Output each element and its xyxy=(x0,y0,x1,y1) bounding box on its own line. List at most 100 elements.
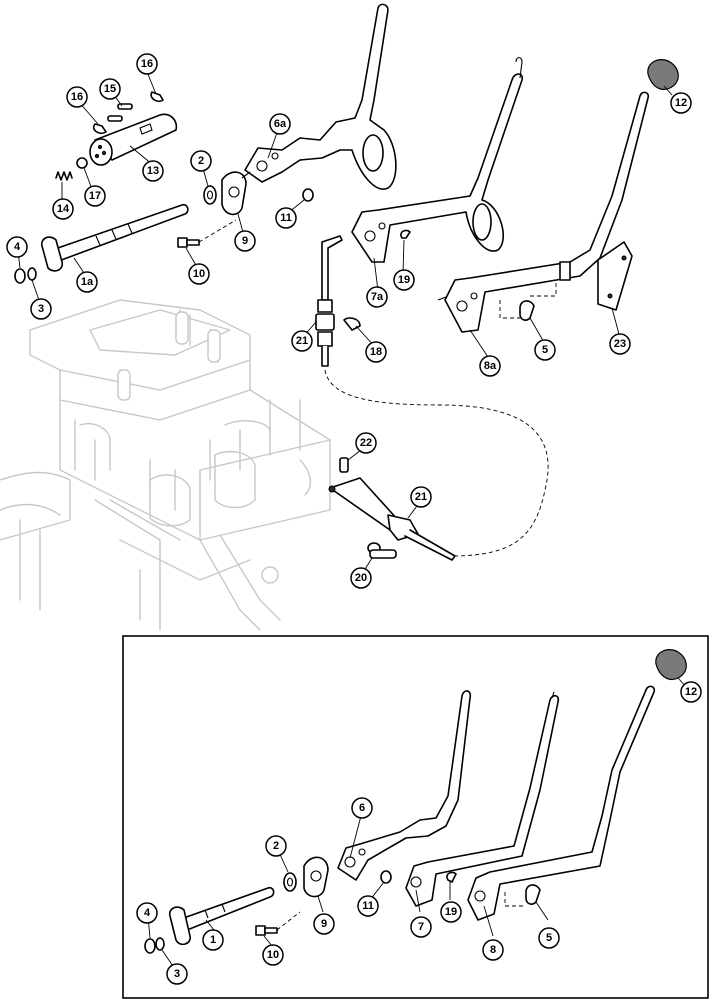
inset-clip-19 xyxy=(446,871,457,883)
callout-2-inset: 2 xyxy=(265,835,287,857)
svg-text:10: 10 xyxy=(193,268,205,280)
inset-washer-2 xyxy=(283,872,297,892)
callout-4-inset: 4 xyxy=(136,902,158,924)
callout-13: 13 xyxy=(142,160,164,182)
svg-text:6: 6 xyxy=(359,802,365,814)
svg-text:8a: 8a xyxy=(484,360,497,372)
svg-text:12: 12 xyxy=(685,686,697,698)
part-clip-19-main xyxy=(400,229,411,239)
svg-text:21: 21 xyxy=(296,335,308,347)
svg-text:20: 20 xyxy=(355,572,367,584)
svg-text:4: 4 xyxy=(144,907,151,919)
callout-3-main: 3 xyxy=(30,298,52,320)
callout-7-inset: 7 xyxy=(410,916,432,938)
svg-text:13: 13 xyxy=(147,165,159,177)
callout-1-inset: 1 xyxy=(202,929,224,951)
inset-frame xyxy=(122,635,709,999)
callout-4-main: 4 xyxy=(6,236,28,258)
svg-text:19: 19 xyxy=(398,274,410,286)
svg-text:17: 17 xyxy=(89,190,101,202)
svg-text:16: 16 xyxy=(141,58,153,70)
svg-text:3: 3 xyxy=(174,968,180,980)
hose-route-line xyxy=(324,369,549,557)
callout-17: 17 xyxy=(84,185,106,207)
inset-lever-6 xyxy=(337,690,472,881)
part-clip-18-main xyxy=(343,317,361,331)
svg-text:14: 14 xyxy=(57,203,70,215)
svg-text:7: 7 xyxy=(418,921,424,933)
part-bolt-10-main xyxy=(177,219,237,248)
part-pin-22 xyxy=(339,457,349,473)
part-cable-21-lower xyxy=(328,477,456,561)
part-knob-12-main xyxy=(647,59,679,91)
callout-19-inset: 19 xyxy=(440,901,462,923)
callout-11-inset: 11 xyxy=(357,895,379,917)
callout-18: 18 xyxy=(365,341,387,363)
part-washer-3-main xyxy=(27,267,37,281)
part-clip-16-upper xyxy=(150,91,164,103)
inset-plate-9 xyxy=(303,856,329,898)
svg-text:11: 11 xyxy=(280,212,292,224)
callout-20: 20 xyxy=(350,567,372,589)
svg-text:9: 9 xyxy=(321,918,327,930)
leader-lines xyxy=(17,71,690,973)
inset-lever-8 xyxy=(467,685,656,921)
svg-text:21: 21 xyxy=(415,491,427,503)
part-lever-8a xyxy=(437,91,650,333)
svg-text:5: 5 xyxy=(542,344,548,356)
inset-washer-3 xyxy=(155,937,165,951)
callout-8-inset: 8 xyxy=(482,939,504,961)
callout-7a: 7a xyxy=(366,286,388,308)
callout-6a: 6a xyxy=(269,113,291,135)
callout-3-inset: 3 xyxy=(166,963,188,985)
svg-text:11: 11 xyxy=(362,900,374,912)
callout-19-main: 19 xyxy=(393,269,415,291)
inset-nut-11 xyxy=(380,870,392,884)
callout-21-lower: 21 xyxy=(410,486,432,508)
callout-5-main: 5 xyxy=(534,339,556,361)
svg-text:1: 1 xyxy=(210,934,216,946)
svg-text:23: 23 xyxy=(614,338,626,350)
svg-text:8: 8 xyxy=(490,944,496,956)
callout-11-main: 11 xyxy=(275,207,297,229)
svg-text:19: 19 xyxy=(445,906,457,918)
callout-22: 22 xyxy=(355,432,377,454)
valve-block-ghost xyxy=(0,299,331,631)
part-washer-4-main xyxy=(14,268,26,284)
svg-text:16: 16 xyxy=(71,91,83,103)
svg-text:2: 2 xyxy=(273,840,279,852)
svg-text:18: 18 xyxy=(370,346,382,358)
svg-text:5: 5 xyxy=(546,932,552,944)
svg-text:9: 9 xyxy=(242,235,248,247)
svg-text:12: 12 xyxy=(675,97,687,109)
callout-9-inset: 9 xyxy=(313,913,335,935)
part-lever-7a xyxy=(351,56,524,263)
callout-2-main: 2 xyxy=(190,150,212,172)
callout-15: 15 xyxy=(99,78,121,100)
part-clip-16-lower xyxy=(92,123,107,135)
part-cable-21-upper xyxy=(315,235,343,367)
inset-lever-7 xyxy=(405,691,560,907)
callout-12-main: 12 xyxy=(670,92,692,114)
callout-14: 14 xyxy=(52,198,74,220)
part-bolt-15 xyxy=(107,103,133,122)
part-washer-2-main xyxy=(203,185,217,205)
inset-knob-12 xyxy=(655,649,687,681)
inset-shaft-1 xyxy=(168,886,275,946)
svg-text:10: 10 xyxy=(267,949,279,961)
callout-10-inset: 10 xyxy=(262,944,284,966)
inset-washer-4 xyxy=(144,938,156,954)
svg-text:7a: 7a xyxy=(371,291,384,303)
svg-text:4: 4 xyxy=(14,241,21,253)
svg-text:1a: 1a xyxy=(81,276,94,288)
svg-text:22: 22 xyxy=(360,437,372,449)
callout-5-inset: 5 xyxy=(538,927,560,949)
callout-1a: 1a xyxy=(76,271,98,293)
inset-bolt-10 xyxy=(255,911,301,936)
callout-8a: 8a xyxy=(479,355,501,377)
part-lever-6a xyxy=(241,3,397,190)
svg-text:2: 2 xyxy=(198,155,204,167)
svg-text:15: 15 xyxy=(104,83,116,95)
callout-9-main: 9 xyxy=(234,230,256,252)
